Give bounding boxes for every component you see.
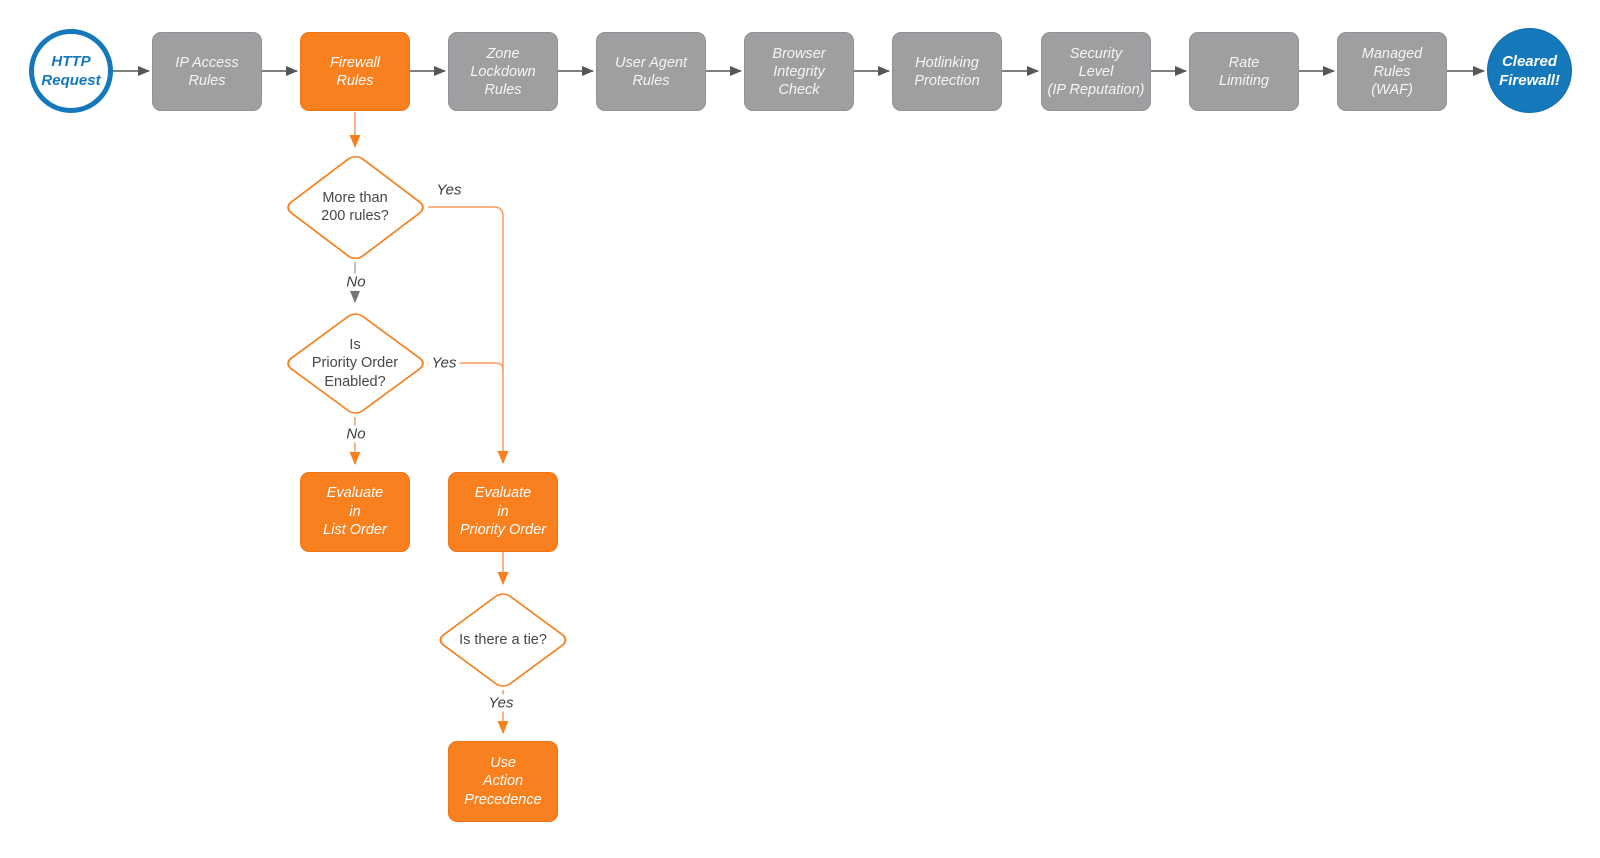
edge-label-d2-yes: Yes	[428, 354, 460, 372]
decision-priority-order-enabled: Is Priority Order Enabled?	[282, 310, 428, 417]
edge-label-d2-no: No	[343, 425, 369, 443]
stage-rate-limiting: Rate Limiting	[1189, 32, 1299, 111]
stage-label: Hotlinking Protection	[914, 54, 980, 89]
action-evaluate-priority-order: Evaluate in Priority Order	[448, 472, 558, 552]
start-node-label: HTTP Request	[41, 53, 101, 89]
action-label: Evaluate in Priority Order	[459, 485, 547, 539]
stage-user-agent-rules: User Agent Rules	[596, 32, 706, 111]
stage-hotlinking-protection: Hotlinking Protection	[892, 32, 1002, 111]
stage-label: Firewall Rules	[330, 54, 380, 89]
stage-label: Managed Rules (WAF)	[1361, 45, 1423, 98]
action-label: Use Action Precedence	[464, 754, 542, 808]
end-node-label: Cleared Firewall!	[1499, 52, 1560, 89]
stage-label: Browser Integrity Check	[772, 45, 826, 98]
stage-security-level: Security Level (IP Reputation)	[1041, 32, 1151, 111]
stage-managed-rules-waf: Managed Rules (WAF)	[1337, 32, 1447, 111]
stage-ip-access-rules: IP Access Rules	[152, 32, 262, 111]
action-evaluate-list-order: Evaluate in List Order	[300, 472, 410, 552]
action-label: Evaluate in List Order	[323, 485, 387, 539]
stage-label: Rate Limiting	[1219, 54, 1269, 89]
stage-browser-integrity-check: Browser Integrity Check	[744, 32, 854, 111]
decision-question: Is there a tie?	[459, 631, 547, 648]
edge-label-d1-no: No	[343, 273, 369, 291]
decision-question: More than 200 rules?	[321, 189, 389, 225]
stage-label: IP Access Rules	[175, 54, 239, 89]
stage-label: Zone Lockdown Rules	[470, 45, 536, 98]
decision-is-there-a-tie: Is there a tie?	[435, 590, 571, 690]
stage-zone-lockdown-rules: Zone Lockdown Rules	[448, 32, 558, 111]
stage-label: User Agent Rules	[615, 54, 687, 89]
stage-label: Security Level (IP Reputation)	[1047, 45, 1145, 98]
action-use-action-precedence: Use Action Precedence	[448, 741, 558, 822]
stage-firewall-rules: Firewall Rules	[300, 32, 410, 111]
edge-label-d1-yes: Yes	[436, 181, 462, 199]
edge-label-d3-yes: Yes	[485, 694, 517, 712]
end-node-cleared-firewall: Cleared Firewall!	[1487, 28, 1572, 113]
start-node-http-request: HTTP Request	[29, 29, 113, 113]
decision-more-than-200-rules: More than 200 rules?	[282, 152, 428, 262]
decision-question: Is Priority Order Enabled?	[311, 336, 399, 390]
